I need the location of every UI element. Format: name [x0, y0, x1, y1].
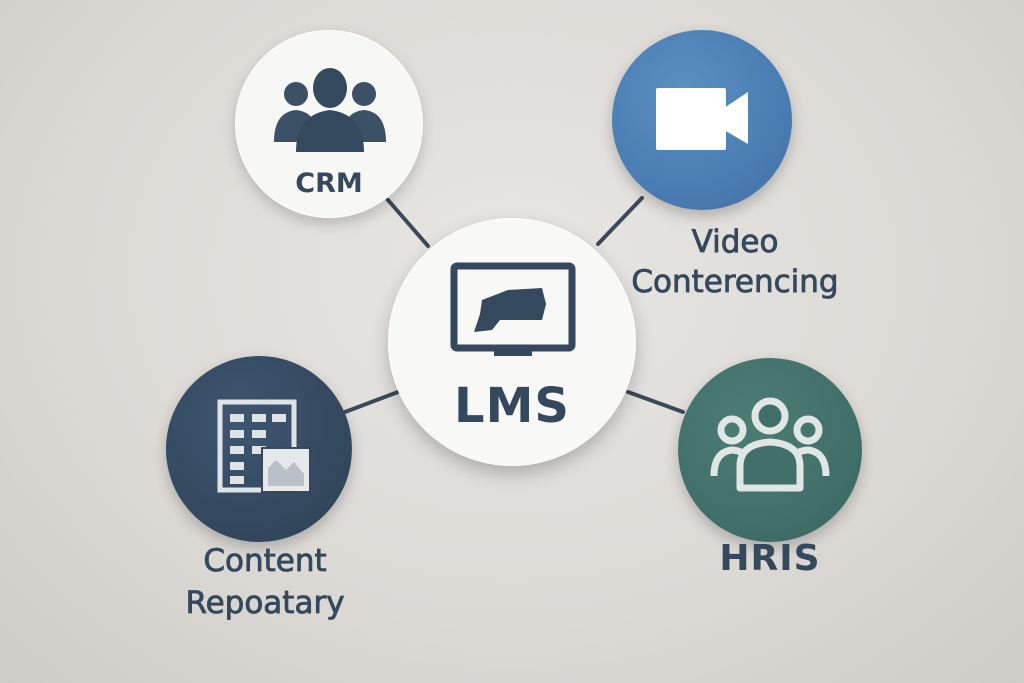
- node-video-label-line2: Conterencing: [631, 264, 839, 301]
- video-camera-icon: [656, 88, 748, 150]
- connector-content-lms: [343, 390, 400, 414]
- node-content-label-line1: Content: [203, 543, 327, 580]
- node-video-label: Video Conterencing: [610, 222, 860, 302]
- group-icon: [710, 397, 830, 492]
- connector-crm-lms: [386, 198, 430, 248]
- connector-hris-lms: [626, 390, 685, 414]
- connector-video-lms: [596, 196, 644, 246]
- node-content-label: Content Repoatary: [150, 540, 380, 624]
- node-content-label-line2: Repoatary: [185, 585, 345, 622]
- users-icon: [274, 68, 386, 152]
- node-lms: [388, 218, 636, 466]
- node-hris-label: HRIS: [719, 538, 821, 579]
- monitor-icon: [450, 262, 576, 356]
- document-icon: [217, 399, 311, 493]
- node-crm-label: CRM: [295, 168, 363, 199]
- node-lms-label: LMS: [454, 378, 570, 434]
- node-video-label-line1: Video: [691, 224, 779, 261]
